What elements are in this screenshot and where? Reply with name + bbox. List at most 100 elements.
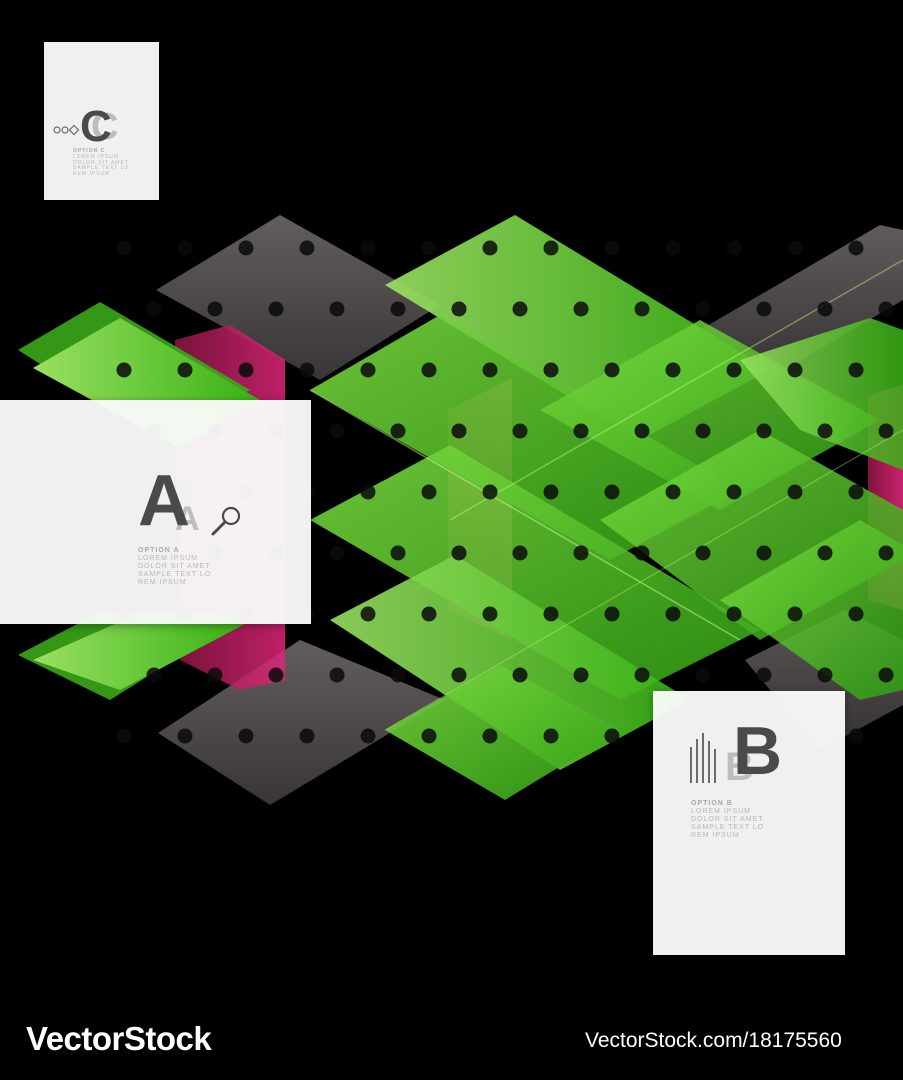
card-caption: OPTION B LOREM IPSUM DOLOR SIT AMET SAMP…: [691, 800, 764, 840]
pattern-dot: [695, 423, 711, 439]
pattern-dot: [756, 301, 772, 317]
diamond-dots-icon: [53, 124, 79, 136]
pattern-dot: [634, 667, 650, 683]
pattern-dot: [726, 240, 742, 256]
pattern-dot: [268, 301, 284, 317]
pattern-dot: [878, 423, 894, 439]
pattern-dot: [543, 484, 559, 500]
pattern-dot: [848, 728, 864, 744]
card-letter: B: [733, 713, 783, 789]
green-slab: [33, 624, 245, 690]
caption-line: OPTION C: [73, 148, 106, 154]
watermark-brand: VectorStock: [26, 1020, 212, 1057]
pattern-dot: [360, 484, 376, 500]
caption-line: DOLOR SIT AMET: [691, 816, 764, 824]
pattern-dot: [787, 606, 803, 622]
pattern-dot: [817, 545, 833, 561]
pattern-dot: [878, 301, 894, 317]
pattern-dot: [512, 423, 528, 439]
pattern-dot: [207, 667, 223, 683]
pattern-dot: [634, 301, 650, 317]
pattern-dot: [665, 240, 681, 256]
pattern-dot: [329, 667, 345, 683]
caption-line: DOLOR SIT AMET: [138, 563, 211, 571]
pattern-dot: [634, 423, 650, 439]
pattern-dot: [451, 545, 467, 561]
pattern-dot: [512, 545, 528, 561]
pattern-dot: [848, 484, 864, 500]
pattern-dot: [329, 423, 345, 439]
pattern-dot: [756, 545, 772, 561]
pattern-dot: [604, 728, 620, 744]
pattern-dot: [726, 484, 742, 500]
pattern-dot: [817, 667, 833, 683]
pattern-dot: [177, 240, 193, 256]
pattern-dot: [604, 240, 620, 256]
green-slab: [720, 520, 903, 700]
pattern-dot: [451, 301, 467, 317]
pattern-dot: [482, 728, 498, 744]
pattern-dot: [177, 362, 193, 378]
green-slab: [385, 665, 620, 800]
caption-line: LOREM IPSUM: [691, 808, 752, 816]
option-b-card: B B OPTION B LOREM IPSUM DOLOR SIT AMET …: [653, 691, 845, 955]
magnifier-icon: [211, 506, 241, 536]
caption-line: LOREM IPSUM: [138, 555, 199, 563]
pattern-dot: [878, 667, 894, 683]
pattern-dot: [390, 667, 406, 683]
pattern-dot: [695, 301, 711, 317]
pattern-dot: [299, 728, 315, 744]
card-caption: OPTION C LOREM IPSUM DOLOR SIT AMET SAMP…: [73, 148, 130, 178]
pattern-dot: [665, 484, 681, 500]
pattern-dot: [146, 301, 162, 317]
pattern-dot: [543, 362, 559, 378]
green-slab: [330, 555, 690, 770]
bars-icon: [690, 733, 716, 783]
pattern-dot: [360, 240, 376, 256]
pattern-dot: [604, 484, 620, 500]
pattern-dot: [299, 240, 315, 256]
grey-slab: [156, 215, 440, 380]
card-letter-shadow: B: [725, 745, 754, 789]
pattern-dot: [146, 667, 162, 683]
pattern-dot: [573, 423, 589, 439]
pattern-dot: [787, 362, 803, 378]
grey-slab: [158, 640, 445, 805]
pattern-dot: [421, 240, 437, 256]
pattern-dot: [878, 545, 894, 561]
card-letter: C: [80, 102, 112, 151]
highlight-line: [384, 429, 903, 731]
green-slab: [310, 315, 740, 560]
pattern-dot: [787, 240, 803, 256]
pattern-dot: [848, 606, 864, 622]
green-slab: [740, 318, 903, 470]
pattern-dot: [329, 301, 345, 317]
pattern-dot: [482, 484, 498, 500]
pattern-dot: [238, 240, 254, 256]
pattern-dot: [848, 240, 864, 256]
pattern-dot: [573, 545, 589, 561]
pattern-dot: [848, 362, 864, 378]
pattern-dot: [695, 667, 711, 683]
pattern-dot: [421, 606, 437, 622]
card-letter: A: [138, 461, 190, 541]
caption-line: REM IPSUM: [691, 832, 740, 840]
pattern-dot: [604, 362, 620, 378]
watermark-url: VectorStock.com/18175560: [585, 1029, 842, 1052]
pattern-dot: [390, 301, 406, 317]
grey-slab: [700, 225, 903, 375]
pattern-dot: [817, 423, 833, 439]
caption-line: SAMPLE TEXT LO: [73, 165, 130, 172]
caption-line: SAMPLE TEXT LO: [138, 571, 212, 579]
pattern-dot: [421, 362, 437, 378]
pattern-dot: [299, 362, 315, 378]
pattern-dot: [543, 240, 559, 256]
pattern-dot: [726, 606, 742, 622]
pattern-dot: [543, 728, 559, 744]
pattern-dot: [756, 423, 772, 439]
pattern-dot: [451, 423, 467, 439]
card-letter-shadow: A: [175, 500, 200, 538]
pattern-dot: [360, 606, 376, 622]
pattern-dot: [451, 667, 467, 683]
